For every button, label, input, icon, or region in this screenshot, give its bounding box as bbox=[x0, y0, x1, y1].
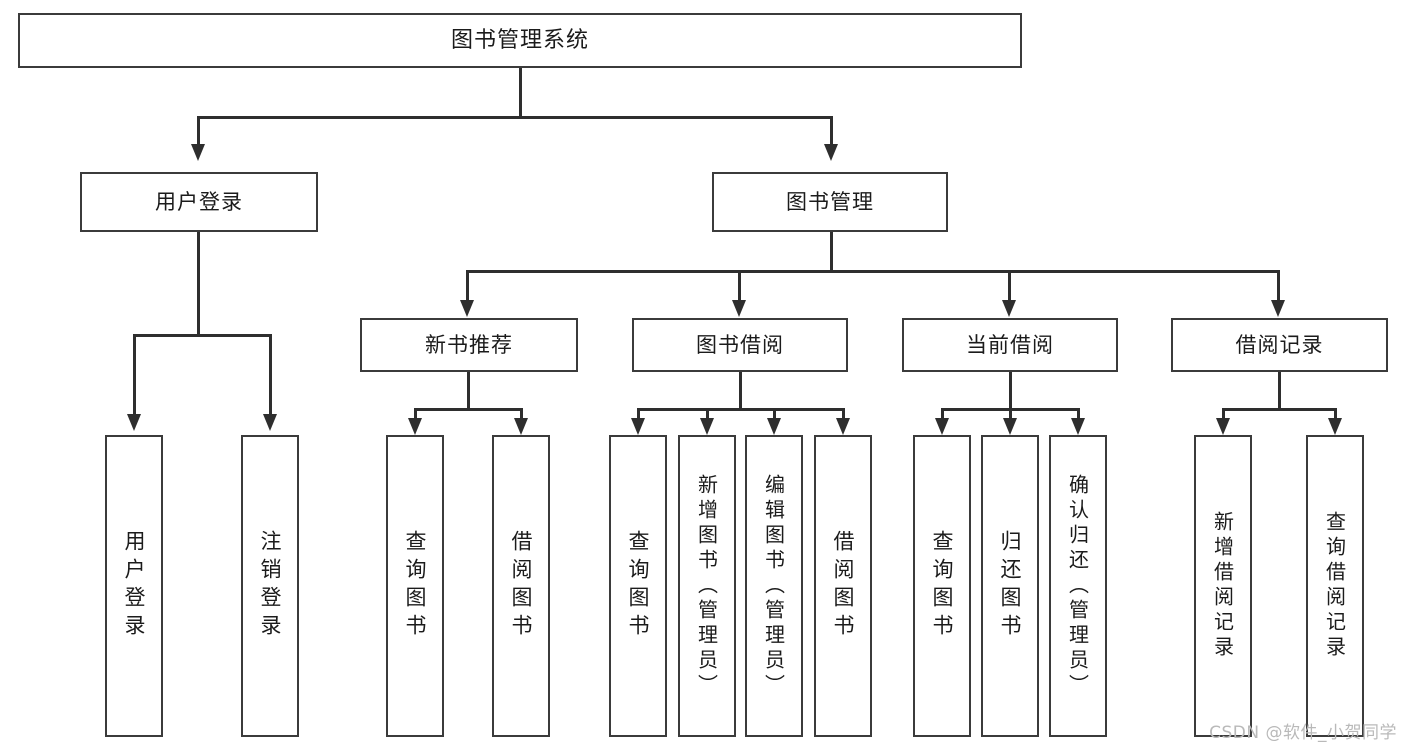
connector-drop-br-leaf-1 bbox=[1222, 408, 1225, 420]
connector-current-borrow-stem bbox=[1009, 372, 1012, 410]
leaf-label: 借阅图书 bbox=[831, 530, 855, 642]
connector-user-login-stem bbox=[197, 232, 200, 336]
connector-level2-bar bbox=[197, 116, 833, 119]
leaf-nb-query-book[interactable]: 查询图书 bbox=[386, 435, 444, 737]
leaf-label: 查询图书 bbox=[403, 530, 427, 642]
leaf-label: 用户登录 bbox=[122, 530, 146, 642]
connector-book-borrow-bar bbox=[637, 408, 845, 411]
arrow-down-bb-leaf-1 bbox=[631, 418, 645, 435]
arrow-down-bb-leaf-4 bbox=[836, 418, 850, 435]
leaf-bb-add-book-admin[interactable]: 新增图书（管理员） bbox=[678, 435, 736, 737]
leaf-bb-borrow-book[interactable]: 借阅图书 bbox=[814, 435, 872, 737]
connector-new-book-bar bbox=[414, 408, 523, 411]
leaf-br-query-record[interactable]: 查询借阅记录 bbox=[1306, 435, 1364, 737]
leaf-label: 归还图书 bbox=[998, 530, 1022, 642]
connector-drop-cb-leaf-2 bbox=[1009, 408, 1012, 420]
node-root-book-management-system[interactable]: 图书管理系统 bbox=[18, 13, 1022, 68]
connector-drop-leaf-logout bbox=[269, 334, 272, 416]
connector-new-book-stem bbox=[467, 372, 470, 410]
connector-borrow-record-stem bbox=[1278, 372, 1281, 410]
node-borrow-record[interactable]: 借阅记录 bbox=[1171, 318, 1388, 372]
node-label: 图书管理系统 bbox=[450, 27, 589, 53]
connector-level3-bar bbox=[466, 270, 1280, 273]
connector-book-management-stem bbox=[830, 232, 833, 272]
node-book-management[interactable]: 图书管理 bbox=[712, 172, 948, 232]
connector-drop-user-login bbox=[197, 116, 200, 146]
leaf-logout[interactable]: 注销登录 bbox=[241, 435, 299, 737]
leaf-nb-borrow-book[interactable]: 借阅图书 bbox=[492, 435, 550, 737]
csdn-watermark: CSDN @软件_小贺同学 bbox=[1209, 723, 1397, 743]
node-user-login[interactable]: 用户登录 bbox=[80, 172, 318, 232]
leaf-label: 查询图书 bbox=[626, 530, 650, 642]
node-label: 图书借阅 bbox=[696, 332, 784, 357]
leaf-bb-query-book[interactable]: 查询图书 bbox=[609, 435, 667, 737]
arrow-down-nb-leaf-1 bbox=[408, 418, 422, 435]
connector-borrow-record-bar bbox=[1222, 408, 1337, 411]
leaf-label: 查询图书 bbox=[930, 530, 954, 642]
arrow-down-leaf-logout bbox=[263, 414, 277, 431]
arrow-down-current-borrow bbox=[1002, 300, 1016, 317]
arrow-down-borrow-record bbox=[1271, 300, 1285, 317]
arrow-down-nb-leaf-2 bbox=[514, 418, 528, 435]
node-book-borrow[interactable]: 图书借阅 bbox=[632, 318, 848, 372]
connector-drop-borrow-record bbox=[1277, 270, 1280, 302]
connector-root-stem bbox=[519, 68, 522, 117]
connector-drop-bb-leaf-1 bbox=[637, 408, 640, 420]
connector-book-borrow-stem bbox=[739, 372, 742, 410]
leaf-br-add-record[interactable]: 新增借阅记录 bbox=[1194, 435, 1252, 737]
leaf-cb-confirm-return-admin[interactable]: 确认归还（管理员） bbox=[1049, 435, 1107, 737]
arrow-down-user-login bbox=[191, 144, 205, 161]
leaf-label: 新增借阅记录 bbox=[1210, 511, 1235, 661]
connector-drop-nb-leaf-2 bbox=[520, 408, 523, 420]
connector-drop-bb-leaf-4 bbox=[842, 408, 845, 420]
arrow-down-cb-leaf-1 bbox=[935, 418, 949, 435]
arrow-down-book-management bbox=[824, 144, 838, 161]
connector-drop-book-management bbox=[830, 116, 833, 146]
leaf-bb-edit-book-admin[interactable]: 编辑图书（管理员） bbox=[745, 435, 803, 737]
node-label: 当前借阅 bbox=[966, 332, 1054, 357]
node-current-borrow[interactable]: 当前借阅 bbox=[902, 318, 1118, 372]
connector-drop-bb-leaf-2 bbox=[706, 408, 709, 420]
connector-drop-book-borrow bbox=[738, 270, 741, 302]
connector-drop-cb-leaf-1 bbox=[941, 408, 944, 420]
leaf-label: 确认归还（管理员） bbox=[1065, 473, 1090, 699]
arrow-down-new-book bbox=[460, 300, 474, 317]
connector-drop-br-leaf-2 bbox=[1334, 408, 1337, 420]
leaf-label: 新增图书（管理员） bbox=[694, 473, 719, 699]
leaf-label: 查询借阅记录 bbox=[1322, 511, 1347, 661]
leaf-user-login[interactable]: 用户登录 bbox=[105, 435, 163, 737]
arrow-down-leaf-user-login bbox=[127, 414, 141, 431]
connector-drop-new-book bbox=[466, 270, 469, 302]
connector-drop-nb-leaf-1 bbox=[414, 408, 417, 420]
node-new-book-recommend[interactable]: 新书推荐 bbox=[360, 318, 578, 372]
arrow-down-br-leaf-2 bbox=[1328, 418, 1342, 435]
arrow-down-cb-leaf-3 bbox=[1071, 418, 1085, 435]
connector-drop-bb-leaf-3 bbox=[773, 408, 776, 420]
connector-drop-leaf-user-login bbox=[133, 334, 136, 416]
arrow-down-cb-leaf-2 bbox=[1003, 418, 1017, 435]
node-label: 新书推荐 bbox=[425, 332, 513, 357]
leaf-cb-return-book[interactable]: 归还图书 bbox=[981, 435, 1039, 737]
arrow-down-br-leaf-1 bbox=[1216, 418, 1230, 435]
node-label: 图书管理 bbox=[786, 189, 874, 214]
leaf-label: 编辑图书（管理员） bbox=[761, 473, 786, 699]
connector-drop-cb-leaf-3 bbox=[1077, 408, 1080, 420]
connector-drop-current-borrow bbox=[1008, 270, 1011, 302]
node-label: 用户登录 bbox=[155, 189, 243, 214]
leaf-label: 注销登录 bbox=[258, 530, 282, 642]
connector-user-login-bar bbox=[133, 334, 272, 337]
arrow-down-bb-leaf-3 bbox=[767, 418, 781, 435]
leaf-label: 借阅图书 bbox=[509, 530, 533, 642]
leaf-cb-query-book[interactable]: 查询图书 bbox=[913, 435, 971, 737]
arrow-down-book-borrow bbox=[732, 300, 746, 317]
arrow-down-bb-leaf-2 bbox=[700, 418, 714, 435]
node-label: 借阅记录 bbox=[1235, 332, 1324, 357]
